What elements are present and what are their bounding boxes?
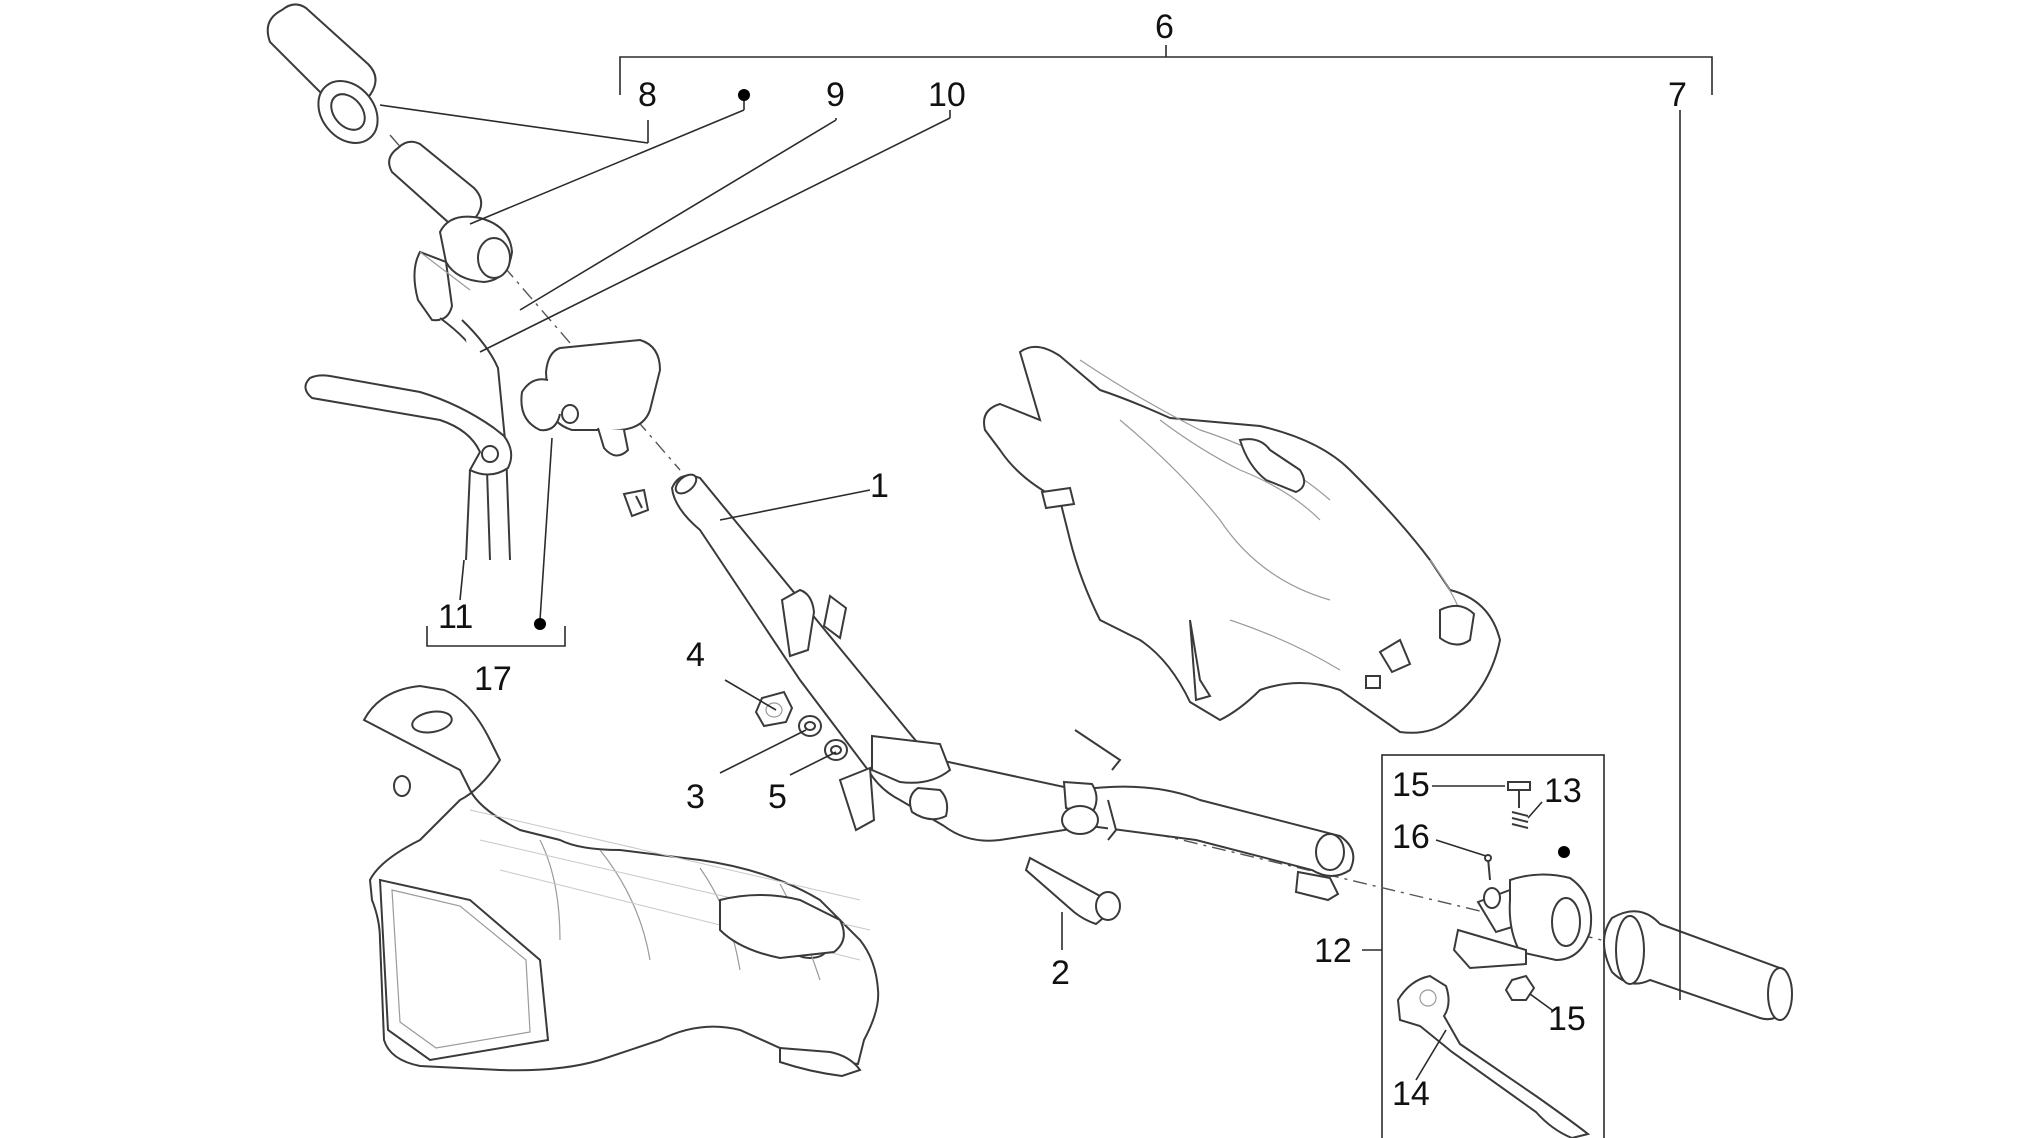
callout-8: 8 <box>638 76 657 114</box>
handlebar-front-cover <box>362 684 880 1078</box>
right-grip <box>1603 910 1793 1021</box>
callout-3: 3 <box>686 778 705 816</box>
callout-7: 7 <box>1668 76 1687 114</box>
handlebar-tube <box>670 473 1355 877</box>
callout-2: 2 <box>1051 954 1070 992</box>
callout-15-bottom: 15 <box>1548 1000 1586 1038</box>
nut-15-bottom <box>1504 974 1536 1001</box>
callout-5: 5 <box>768 778 787 816</box>
left-brake-lever <box>304 374 513 561</box>
leader-lines <box>379 100 1681 1081</box>
callout-11: 11 <box>438 598 473 636</box>
callout-9: 9 <box>826 76 845 114</box>
left-grip <box>266 3 379 144</box>
group-bracket-17 <box>426 626 566 647</box>
group-bracket-6 <box>619 45 1713 95</box>
callout-17: 17 <box>474 660 512 698</box>
throttle-grip <box>388 140 514 322</box>
callout-12: 12 <box>1314 932 1352 970</box>
reference-dot-top <box>738 89 750 101</box>
callout-4: 4 <box>686 636 705 674</box>
callout-10: 10 <box>928 76 966 114</box>
reference-dot-12 <box>1558 846 1570 858</box>
reference-dot-17 <box>534 618 546 630</box>
callout-14: 14 <box>1392 1075 1430 1113</box>
right-brake-lever <box>1396 974 1591 1138</box>
washer-5 <box>824 739 848 761</box>
callout-13: 13 <box>1544 772 1582 810</box>
callout-15-top: 15 <box>1392 766 1430 804</box>
callout-16: 16 <box>1392 818 1430 856</box>
bolt-2 <box>1024 856 1121 926</box>
spring-13 <box>1511 811 1529 829</box>
brake-master-cylinder <box>520 338 662 457</box>
callout-6: 6 <box>1155 8 1174 46</box>
screw-15-top <box>1507 781 1531 808</box>
pin-16 <box>1484 854 1492 881</box>
bleed-screw-right <box>1294 870 1340 902</box>
handlebar-rear-cover <box>983 345 1502 734</box>
bleed-screw-left <box>622 488 650 518</box>
callout-1: 1 <box>870 467 889 505</box>
right-lever-bracket <box>1452 873 1593 970</box>
washer-3 <box>798 715 822 737</box>
